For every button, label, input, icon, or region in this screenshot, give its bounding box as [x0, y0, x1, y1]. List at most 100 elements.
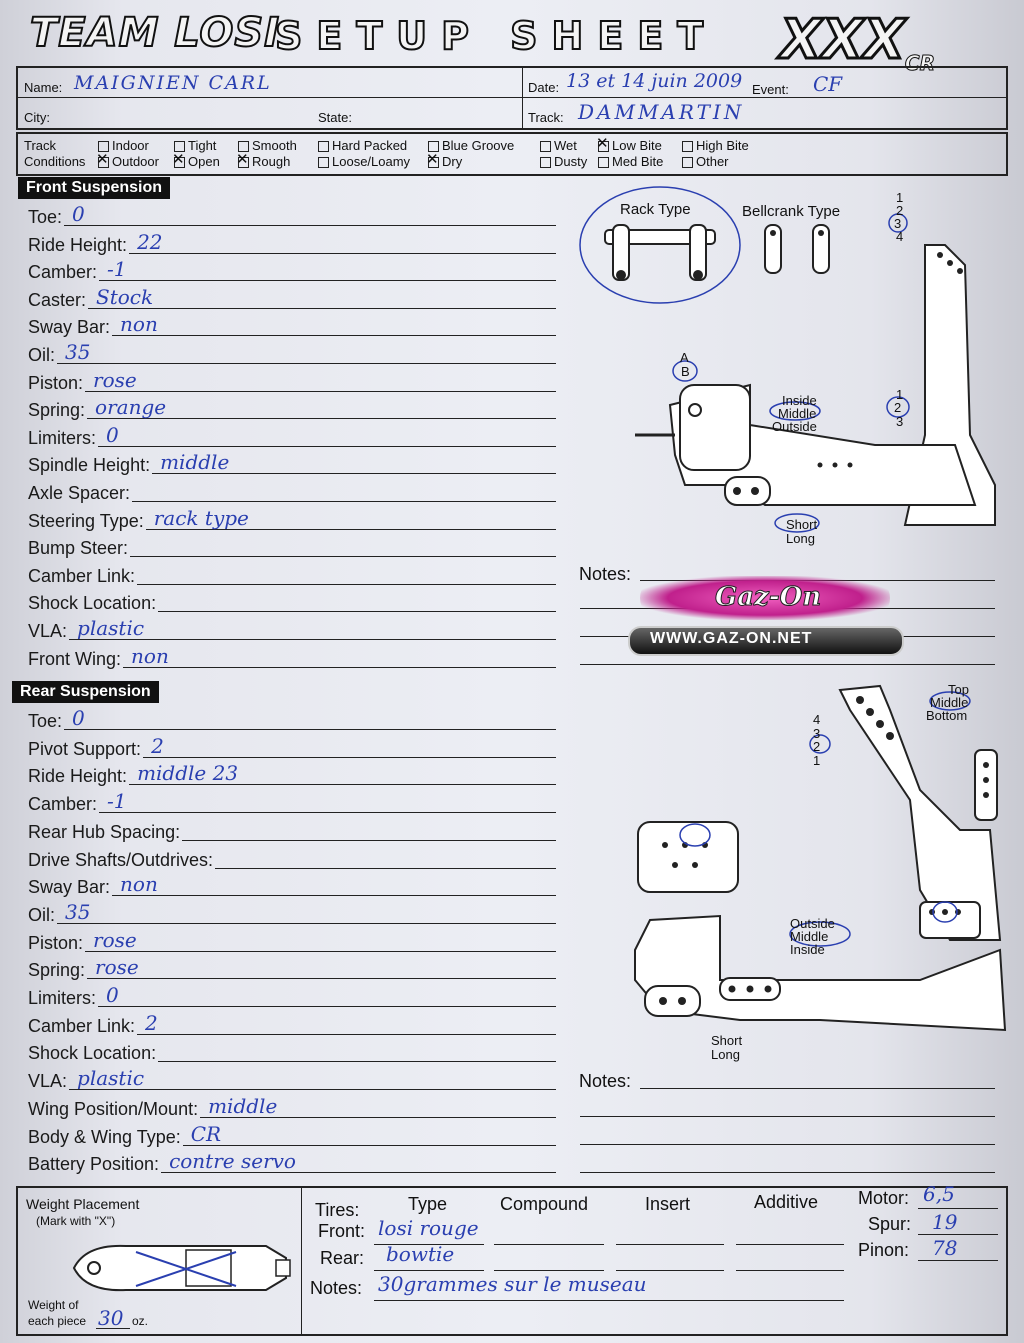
rear-row-value[interactable]: middle — [208, 1093, 278, 1118]
weight-value[interactable]: 30 — [98, 1306, 124, 1330]
front-row-line — [64, 225, 556, 226]
rear-row-value[interactable]: 35 — [65, 899, 91, 924]
condition-label: Hard Packed — [332, 138, 408, 153]
checkbox[interactable] — [682, 157, 693, 169]
motor-value[interactable]: 6,5 — [923, 1182, 955, 1206]
front-row-label: Front Wing: — [28, 648, 122, 669]
front-suspension-title: Front Suspension — [18, 177, 170, 199]
front-row-label: VLA: — [28, 621, 68, 641]
front-mid-3: 3 — [896, 414, 904, 429]
date-label: Date: — [528, 80, 560, 95]
rear-row-value[interactable]: plastic — [77, 1066, 145, 1091]
front-row-value[interactable]: 22 — [137, 229, 163, 254]
condition-rough[interactable]: Rough — [236, 150, 290, 169]
sheet-title: SETUP SHEET — [274, 13, 718, 59]
condition-low-bite[interactable]: Low Bite — [596, 134, 662, 153]
front-row-value[interactable]: non — [120, 312, 158, 337]
condition-other[interactable]: Other — [682, 154, 729, 169]
front-row-line — [123, 666, 556, 668]
front-row-value[interactable]: non — [131, 643, 169, 668]
condition-dry[interactable]: Dry — [426, 150, 462, 169]
front-row-label: Limiters: — [28, 427, 97, 448]
date-value[interactable]: 13 et 14 juin 2009 — [566, 70, 743, 92]
checkbox[interactable] — [426, 150, 439, 169]
rear-notes-label: Notes: — [579, 1071, 632, 1091]
rear-row-value[interactable]: -1 — [107, 789, 127, 814]
rear-row-value[interactable]: middle 23 — [137, 761, 239, 786]
rear-row-value[interactable]: non — [120, 872, 158, 897]
weight-unit: oz. — [132, 1314, 149, 1328]
front-tire-type[interactable]: losi rouge — [378, 1216, 479, 1240]
front-row-value[interactable]: plastic — [77, 616, 145, 640]
rear-row-value[interactable]: 2 — [145, 1010, 158, 1035]
front-row-value[interactable]: 0 — [72, 202, 85, 226]
checkbox[interactable] — [682, 141, 693, 153]
rear-tire-type[interactable]: bowtie — [386, 1242, 455, 1266]
rear-row-value[interactable]: 2 — [151, 733, 164, 758]
condition-outdoor[interactable]: Outdoor — [96, 150, 159, 169]
rear-row-value[interactable]: contre servo — [169, 1149, 296, 1174]
front-row-value[interactable]: orange — [95, 395, 167, 420]
rear-row-line — [64, 729, 556, 730]
rear-row: Spring:rose — [28, 955, 556, 981]
condition-dusty[interactable]: Dusty — [540, 154, 587, 169]
front-row: Ride Height:22 — [28, 230, 556, 256]
front-row-line — [132, 501, 556, 502]
state-label: State: — [318, 110, 352, 125]
condition-label: Smooth — [252, 138, 297, 153]
condition-wet[interactable]: Wet — [540, 138, 577, 153]
condition-blue-groove[interactable]: Blue Groove — [428, 138, 514, 153]
checkbox[interactable] — [598, 157, 609, 169]
front-row-value[interactable]: middle — [160, 450, 230, 475]
checkbox[interactable] — [236, 150, 249, 169]
front-top-3: 3 — [894, 216, 902, 231]
front-row-value[interactable]: 0 — [106, 422, 119, 447]
front-row-line — [129, 252, 556, 254]
rear-row-value[interactable]: CR — [190, 1121, 222, 1146]
rear-row-line — [182, 1144, 556, 1146]
checkbox[interactable] — [540, 141, 551, 153]
checkbox[interactable] — [540, 157, 551, 169]
spur-value[interactable]: 19 — [932, 1210, 958, 1234]
rear-label-outside: Outside — [790, 916, 835, 931]
rear-row-line — [129, 784, 556, 786]
rear-row-value[interactable]: rose — [93, 927, 137, 952]
condition-label: Wet — [554, 138, 577, 153]
track-value[interactable]: DAMMARTIN — [578, 100, 745, 124]
checkbox[interactable] — [318, 157, 329, 169]
chassis-weight-diagram[interactable] — [66, 1234, 301, 1302]
rear-row: Rear Hub Spacing: — [28, 817, 556, 843]
rear-row-line — [99, 812, 556, 814]
gazon-url[interactable]: WWW.GAZ-ON.NET — [650, 630, 813, 647]
tire-notes-value[interactable]: 30grammes sur le museau — [378, 1272, 647, 1296]
checkbox[interactable] — [172, 150, 185, 169]
checkbox[interactable] — [96, 150, 109, 169]
rear-row-label: Ride Height: — [28, 766, 128, 787]
rear-row-value[interactable]: rose — [95, 955, 139, 980]
front-top-1: 1 — [896, 190, 904, 205]
condition-high-bite[interactable]: High Bite — [682, 138, 749, 153]
front-row-value[interactable]: -1 — [107, 257, 127, 282]
checkbox[interactable] — [318, 141, 329, 153]
rear-row-value[interactable]: 0 — [106, 983, 119, 1007]
rear-row: Drive Shafts/Outdrives: — [28, 845, 556, 871]
name-value[interactable]: MAIGNIEN CARL — [74, 72, 272, 94]
rear-row-value[interactable]: 0 — [72, 706, 85, 730]
front-row-label: Camber Link: — [28, 565, 136, 586]
front-row-value[interactable]: 35 — [65, 340, 91, 364]
condition-med-bite[interactable]: Med Bite — [598, 154, 663, 169]
rear-num-1: 1 — [813, 753, 821, 768]
condition-open[interactable]: Open — [172, 150, 220, 169]
checkbox[interactable] — [596, 134, 609, 153]
rear-row: Limiters:0 — [28, 983, 556, 1009]
event-value[interactable]: CF — [813, 72, 843, 96]
condition-hard-packed[interactable]: Hard Packed — [318, 138, 407, 153]
front-row-value[interactable]: Stock — [96, 284, 154, 309]
front-row-value[interactable]: rose — [93, 367, 137, 392]
condition-loose-loamy[interactable]: Loose/Loamy — [318, 154, 410, 169]
pinon-value[interactable]: 78 — [932, 1236, 958, 1260]
front-row: Steering Type:rack type — [28, 506, 556, 532]
condition-label: High Bite — [696, 138, 749, 153]
front-row-value[interactable]: rack type — [153, 505, 249, 530]
front-row: Bump Steer: — [28, 533, 556, 559]
